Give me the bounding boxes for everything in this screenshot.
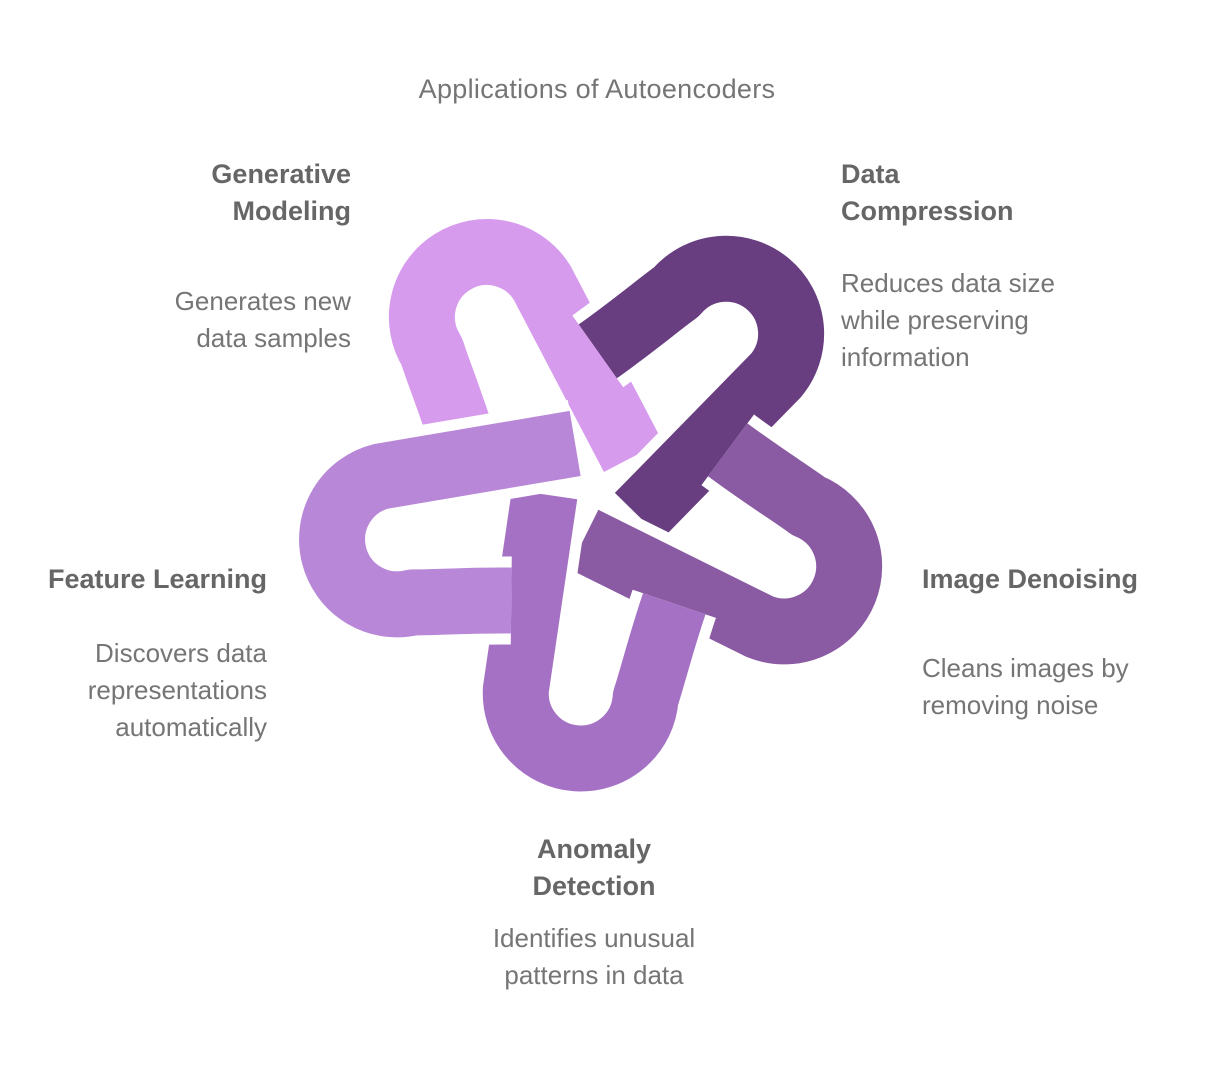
page-title: Applications of Autoencoders (418, 74, 776, 104)
body-image-denoising: Cleans images by removing noise (922, 653, 1129, 720)
body-feature-learning: Discovers data representations automatic… (87, 638, 267, 742)
arm-data-compression-band (578, 235, 825, 540)
body-anomaly-detection: Identifies unusual patterns in data (492, 923, 696, 990)
arm-data-compression (572, 224, 836, 547)
arm-feature-learning (288, 400, 583, 649)
arm-image-denoising (564, 414, 894, 676)
autoencoder-knot-diagram (288, 208, 894, 803)
heading-data-compression: Data Compression (841, 159, 1014, 226)
arm-generative-modeling-band (388, 219, 663, 473)
arm-anomaly-detection (471, 488, 716, 803)
heading-anomaly-detection: Anomaly Detection (532, 834, 656, 901)
heading-generative-modeling: Generative Modeling (211, 159, 351, 226)
arm-image-denoising-band (569, 423, 883, 665)
arm-feature-learning-band (299, 410, 581, 638)
heading-feature-learning: Feature Learning (47, 564, 267, 594)
body-data-compression: Reduces data size while preserving infor… (841, 268, 1055, 372)
arm-generative-modeling (377, 208, 673, 478)
body-generative-modeling: Generates new data samples (174, 286, 351, 353)
heading-image-denoising: Image Denoising (922, 564, 1139, 594)
arm-anomaly-detection-band (482, 489, 706, 792)
